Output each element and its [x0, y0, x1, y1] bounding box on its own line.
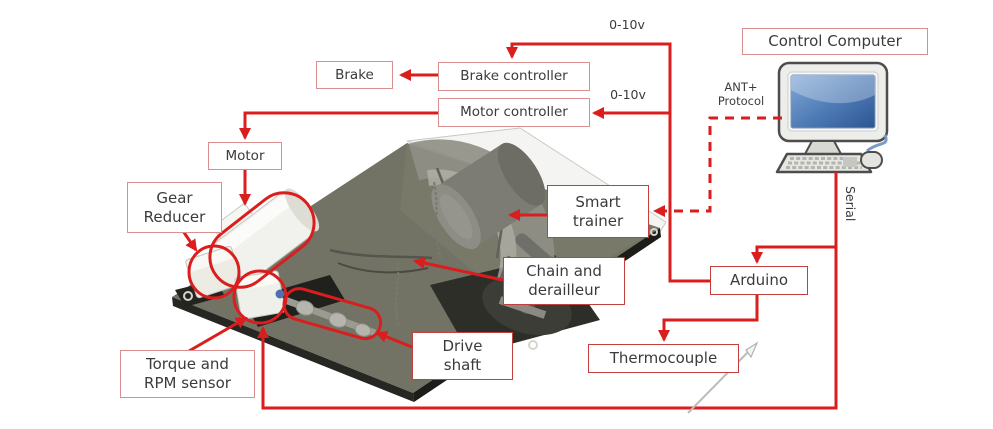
drive-shaft-highlight: [282, 287, 383, 341]
mouse: [860, 151, 883, 169]
arrow-gear-reducer-label: [181, 230, 198, 252]
box-brake-controller: Brake controller: [438, 62, 590, 91]
wire-arduino-to-brake-controller: [506, 42, 710, 283]
box-thermocouple: Thermocouple: [588, 344, 739, 373]
arrow-drive-shaft-label: [375, 331, 413, 349]
chain-render: [329, 181, 442, 326]
wire-arduino-to-thermocouple: [658, 295, 759, 342]
gear-reducer-highlight: [187, 244, 241, 300]
label-brake-voltage: 0-10v: [609, 17, 645, 32]
screen-gloss: [791, 75, 875, 104]
box-arduino: Arduino: [710, 266, 808, 295]
monitor-stand: [803, 140, 843, 155]
sensor-connector-blue: [275, 289, 285, 299]
keyboard-numpad: [843, 157, 857, 167]
motor-highlight: [208, 191, 316, 289]
desktop-computer-icon: [775, 61, 889, 174]
box-chain-derailleur: Chain and derailleur: [503, 257, 625, 305]
label-motor-voltage: 0-10v: [610, 87, 646, 102]
signal-wires: [181, 42, 838, 410]
label-ant-protocol: ANT+ Protocol: [717, 80, 765, 109]
arrow-chain-label: [413, 257, 504, 282]
wire-motor-controller-to-motor: [239, 111, 438, 140]
box-torque-rpm: Torque and RPM sensor: [120, 350, 255, 398]
arrow-torque-label: [188, 316, 248, 353]
box-motor: Motor: [208, 142, 282, 170]
wire-serial-feedback: [257, 172, 838, 410]
trainer-drum: [431, 142, 546, 250]
box-smart-trainer: Smart trainer: [547, 185, 649, 238]
component-highlights: [187, 191, 383, 341]
wire-ant-protocol-dashed: [653, 116, 782, 217]
box-drive-shaft: Drive shaft: [412, 332, 513, 380]
thermocouple-probe: [687, 341, 759, 414]
plate-edge-left: [172, 297, 414, 402]
monitor-screen: [790, 74, 876, 129]
box-brake: Brake: [316, 61, 393, 89]
wire-serial-to-arduino: [751, 245, 836, 264]
mouse-cable: [865, 134, 888, 153]
box-motor-controller: Motor controller: [438, 98, 590, 127]
box-gear-reducer: Gear Reducer: [127, 182, 222, 233]
shaft-couplings: [295, 300, 372, 337]
box-control-computer: Control Computer: [742, 28, 928, 55]
label-serial: Serial: [843, 186, 858, 222]
